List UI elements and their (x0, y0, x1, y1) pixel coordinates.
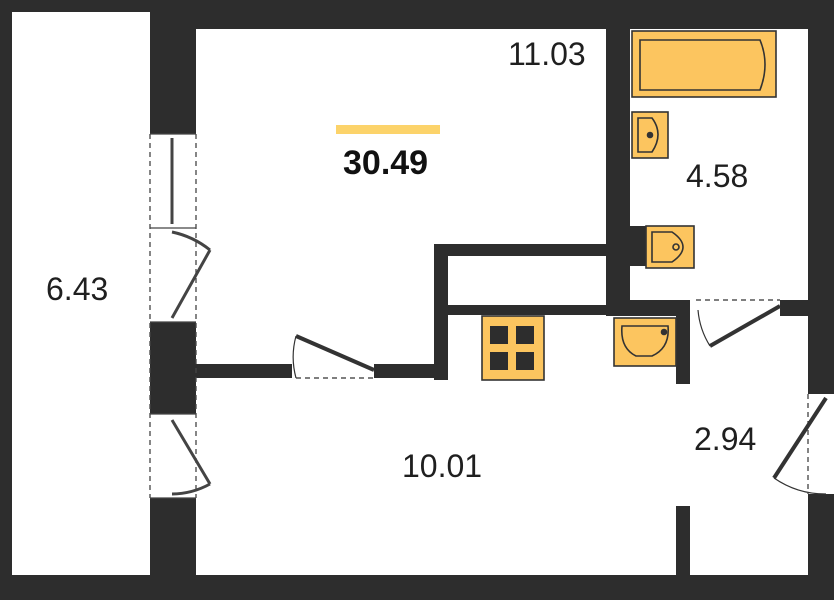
room-partition-right (374, 364, 448, 378)
room-area-label: 11.03 (508, 36, 586, 72)
toilet-icon (645, 225, 695, 269)
entry-wall-upper (808, 300, 834, 394)
bathroom-bottom-wall-right (780, 300, 808, 316)
bathtub-icon (631, 30, 777, 98)
washbasin-icon (631, 111, 669, 159)
room-door (295, 334, 375, 372)
entry-area-label: 2.94 (694, 421, 757, 457)
loggia-wall-bottom (150, 498, 196, 576)
niche-wall-left (434, 244, 448, 380)
bathroom-left-wall (606, 29, 630, 306)
bathroom-area-label: 4.58 (686, 158, 749, 194)
door-opening-lower (150, 414, 196, 498)
niche-wall-bottom (448, 305, 606, 315)
stove-icon (481, 315, 545, 381)
balcony-door-lower (170, 419, 212, 496)
balcony-openings (149, 133, 212, 499)
loggia-area-label: 6.43 (46, 271, 109, 307)
bathroom-door (709, 304, 781, 348)
total-area-accent (336, 125, 440, 134)
hall-partition-bottom (676, 506, 690, 576)
loggia-wall-top (150, 12, 196, 134)
interior-doors (292, 299, 834, 495)
bathroom-bottom-wall (606, 300, 690, 316)
total-area-label: 30.49 (343, 144, 429, 182)
balcony-door-upper (170, 230, 212, 319)
entry-door (772, 396, 828, 480)
toilet-wall-block (630, 226, 646, 266)
door-opening-upper (150, 228, 196, 322)
entry-wall-lower (808, 494, 834, 600)
loggia-wall-mid (150, 322, 196, 414)
niche-wall-top (434, 244, 612, 256)
room-partition (196, 364, 292, 378)
partition-stub (676, 316, 690, 384)
kitchen-area-label: 10.01 (402, 448, 483, 484)
kitchen-sink-icon (613, 317, 677, 367)
fixtures (481, 30, 777, 381)
